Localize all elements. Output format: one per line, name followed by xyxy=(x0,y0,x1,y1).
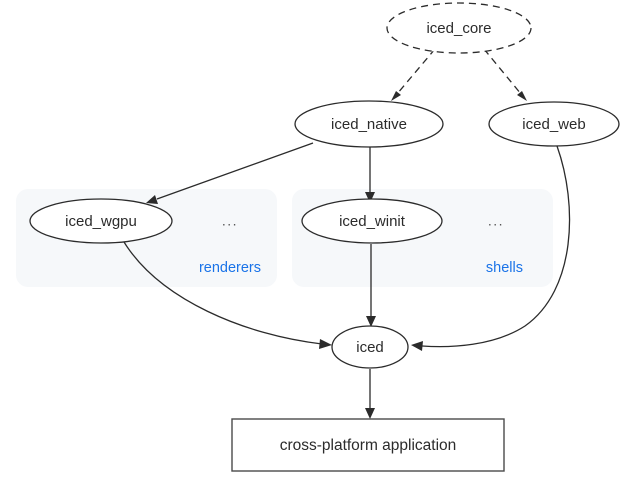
edge-iced-web-to-iced xyxy=(411,145,571,351)
node-cross-platform-application[interactable]: cross-platform application xyxy=(231,418,505,472)
edge-iced-core-to-iced-web-line xyxy=(483,48,522,95)
cluster-shells-ellipsis: ... xyxy=(488,213,504,229)
node-iced-web-label: iced_web xyxy=(522,116,585,133)
node-iced-web[interactable]: iced_web xyxy=(488,101,620,147)
node-cross-platform-application-label: cross-platform application xyxy=(280,437,457,454)
node-iced-core-shape[interactable] xyxy=(386,2,532,54)
node-iced-wgpu-shape[interactable] xyxy=(29,198,173,244)
node-iced[interactable]: iced xyxy=(331,325,409,369)
node-iced-shape[interactable] xyxy=(331,325,409,369)
node-iced-core-label: iced_core xyxy=(426,20,491,37)
edge-iced-wgpu-to-iced xyxy=(123,241,332,349)
edge-iced-wgpu-to-iced-line xyxy=(123,241,323,345)
edge-iced-core-to-iced-native xyxy=(391,48,436,101)
edge-iced-native-to-iced-winit xyxy=(365,147,375,203)
arrow-head-icon xyxy=(146,195,158,204)
arrow-head-icon xyxy=(319,339,332,349)
arrow-head-icon xyxy=(411,341,423,351)
node-iced-wgpu-label: iced_wgpu xyxy=(65,213,137,230)
node-iced-winit-shape[interactable] xyxy=(301,198,443,244)
edge-iced-winit-to-iced xyxy=(366,244,376,327)
node-iced-native-label: iced_native xyxy=(331,116,407,133)
node-iced-winit[interactable]: iced_winit xyxy=(301,198,443,244)
arrow-head-icon xyxy=(365,192,375,203)
node-cross-platform-application-shape[interactable] xyxy=(231,418,505,472)
arrow-head-icon xyxy=(391,91,401,101)
edge-iced-web-to-iced-line xyxy=(421,145,571,348)
arrow-head-icon xyxy=(517,91,527,101)
cluster-shells-label: shells xyxy=(486,260,523,276)
node-iced-native[interactable]: iced_native xyxy=(294,100,444,148)
edge-iced-native-to-iced-wgpu xyxy=(146,142,314,204)
node-iced-winit-label: iced_winit xyxy=(339,213,406,230)
node-iced-web-shape[interactable] xyxy=(488,101,620,147)
node-iced-core[interactable]: iced_core xyxy=(386,2,532,54)
cluster-renderers-ellipsis: ... xyxy=(222,213,238,229)
arrow-head-icon xyxy=(365,408,375,419)
cluster-renderers-label: renderers xyxy=(199,260,261,276)
edge-iced-core-to-iced-native-line xyxy=(396,48,436,95)
edge-iced-core-to-iced-web xyxy=(483,48,527,101)
node-iced-wgpu[interactable]: iced_wgpu xyxy=(29,198,173,244)
edge-iced-native-to-iced-wgpu-line xyxy=(156,142,314,200)
node-iced-native-shape[interactable] xyxy=(294,100,444,148)
arrow-head-icon xyxy=(366,316,376,327)
node-iced-label: iced xyxy=(356,339,384,356)
edge-iced-to-application xyxy=(365,369,375,419)
